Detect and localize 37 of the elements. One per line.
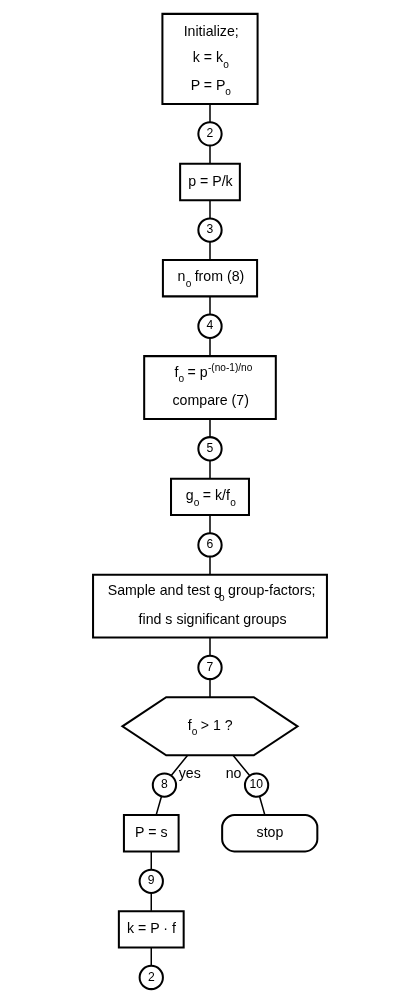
connector [209,144,211,165]
node-circle: 5 [197,436,223,462]
node-circle: 10 [243,772,270,798]
connector [209,514,211,534]
connector [258,796,266,816]
node-box: p = P/k [179,162,241,202]
connector [209,337,211,357]
connector [209,295,211,316]
node-circle: 4 [197,313,223,339]
connector [209,241,211,261]
connector [209,103,211,123]
node-circle: 2 [138,964,164,991]
connector [155,796,163,816]
edge-label: no [225,764,242,781]
node-circle: 9 [138,868,164,894]
node-box: stop [221,813,319,853]
node-circle: 3 [197,217,223,243]
node-circle: 8 [151,772,178,798]
connector [209,556,211,576]
node-circle: 6 [197,532,223,558]
connector [170,754,189,777]
node-box: Sample and test g$_{o}$ group-factors; find s significant groups [92,573,328,639]
node-circle: 2 [197,121,223,147]
connector [232,754,251,777]
node-box: n$_{o}$ from (8) [161,258,259,298]
connector [209,199,211,220]
connector [209,678,211,698]
node-box: g$_{o}$ = k/f$_{o}$ [170,477,250,517]
node-box: k = P · f [117,910,185,949]
connector [209,418,211,438]
node-box: f$_{o}$ = p$^{-(no-1)/no}$ compare (7) [143,355,277,420]
node-box: Initialize; k = k$_{o}$ P = P$_{o}$ [161,12,259,105]
node-box: P = s [122,813,180,853]
node-circle: 7 [197,654,223,681]
connector [209,459,211,480]
connector [209,637,211,657]
edge-label: yes [178,764,201,781]
